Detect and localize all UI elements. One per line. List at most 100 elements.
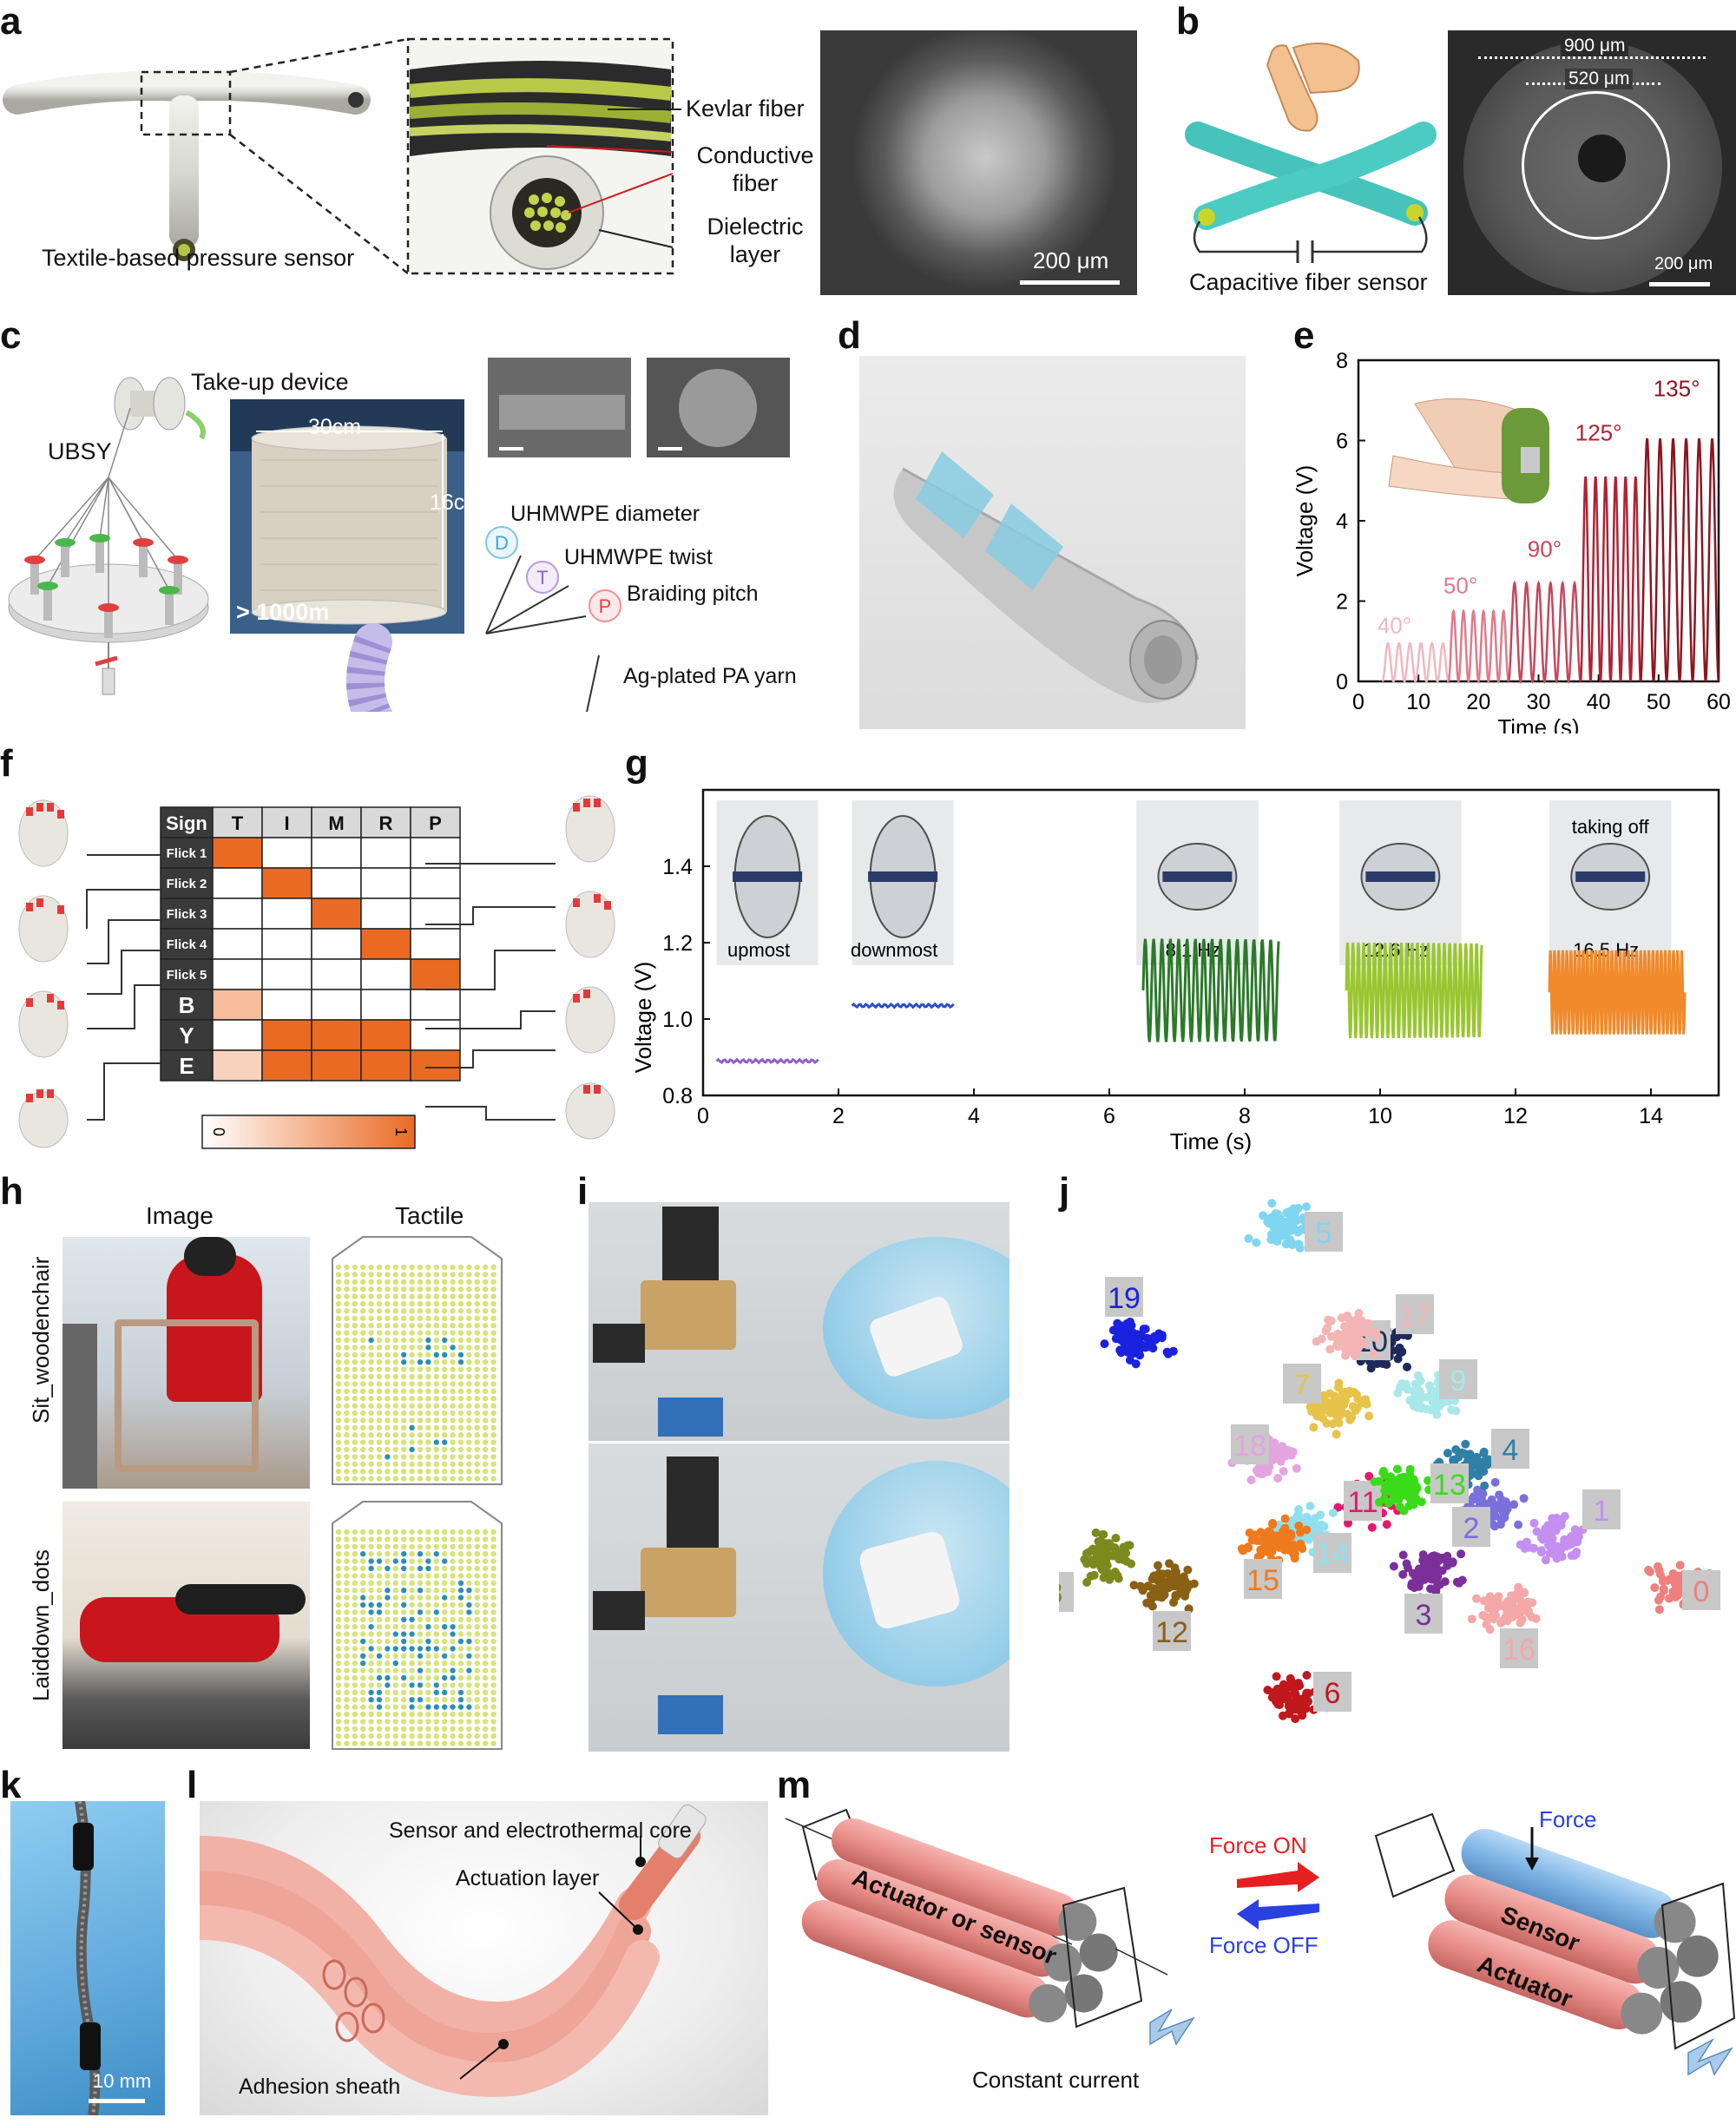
- tactile-dot: [376, 1454, 383, 1460]
- tactile-dot: [352, 1624, 358, 1630]
- cluster-label-box: [1283, 1364, 1321, 1404]
- tactile-dot: [417, 1439, 424, 1445]
- tactile-dot: [450, 1417, 456, 1424]
- tactile-dot: [466, 1667, 472, 1674]
- cluster-label-box: [1500, 1628, 1538, 1668]
- tactile-dot: [344, 1293, 350, 1299]
- cluster-16: 16: [1467, 1582, 1541, 1668]
- tactile-dot: [360, 1682, 366, 1688]
- tactile-dot: [433, 1543, 439, 1549]
- tactile-dot: [409, 1446, 415, 1453]
- y-axis-label: Voltage (V): [630, 962, 656, 1074]
- series-line-16.5 Hz: [1548, 950, 1687, 1035]
- tactile-dot: [450, 1660, 456, 1667]
- tactile-dot: [442, 1446, 448, 1453]
- tactile-dot: [474, 1667, 480, 1674]
- scatter-point: [1413, 1391, 1423, 1401]
- tactile-dot: [474, 1653, 480, 1659]
- tactile-dot: [442, 1646, 448, 1652]
- tactile-dot: [368, 1381, 374, 1387]
- cluster-13: 13: [1370, 1463, 1469, 1516]
- tactile-dot: [457, 1366, 464, 1372]
- tactile-dot: [490, 1689, 496, 1695]
- sem-scale-label: 200 μm: [1033, 247, 1109, 273]
- tactile-dot: [401, 1638, 407, 1645]
- tactile-dot: [457, 1689, 464, 1695]
- tactile-dot: [457, 1653, 464, 1659]
- tactile-dot: [360, 1609, 366, 1615]
- cluster-label-box: [1439, 1359, 1477, 1399]
- tactile-dot: [368, 1272, 374, 1278]
- tactile-dot: [376, 1323, 383, 1329]
- tactile-dot: [474, 1264, 480, 1271]
- tactile-dot: [352, 1588, 358, 1594]
- tactile-dot: [450, 1381, 456, 1387]
- scatter-point: [1123, 1348, 1133, 1357]
- tactile-dot: [474, 1697, 480, 1703]
- tactile-dot: [466, 1359, 472, 1365]
- tactile-dot: [352, 1674, 358, 1681]
- tactile-dot: [474, 1740, 480, 1746]
- tactile-dot: [385, 1454, 391, 1460]
- tactile-dot: [409, 1359, 415, 1365]
- tactile-dot: [425, 1558, 431, 1564]
- tactile-dot: [401, 1315, 407, 1321]
- scatter-point: [1354, 1308, 1364, 1318]
- tactile-dot: [344, 1638, 350, 1645]
- tactile-dot: [466, 1646, 472, 1652]
- tactile-dot: [442, 1682, 448, 1688]
- tactile-dot: [490, 1601, 496, 1608]
- photo-laiddown-dots: [62, 1502, 310, 1749]
- tactile-dot: [385, 1682, 391, 1688]
- tactile-dot: [401, 1410, 407, 1417]
- scatter-point: [1263, 1686, 1272, 1694]
- inner-circle: [1522, 91, 1670, 240]
- scatter-point: [1417, 1497, 1426, 1507]
- tactile-dot: [442, 1601, 448, 1608]
- tactile-dot: [442, 1573, 448, 1579]
- scatter-point: [1472, 1594, 1481, 1603]
- tactile-dot: [368, 1565, 374, 1572]
- panel-label-k: k: [0, 1764, 22, 1806]
- x-tick-label: 20: [1466, 690, 1490, 714]
- scatter-point: [1401, 1383, 1410, 1392]
- tactile-dot: [385, 1624, 391, 1630]
- sensor-patch: [1521, 447, 1540, 473]
- scatter-point: [1350, 1338, 1359, 1348]
- tactile-dot: [376, 1439, 383, 1445]
- tactile-dot: [352, 1424, 358, 1430]
- scatter-point: [1305, 1502, 1315, 1511]
- scatter-point: [1138, 1586, 1147, 1595]
- tactile-dot: [490, 1631, 496, 1637]
- tactile-dot: [450, 1558, 456, 1564]
- tactile-dot: [474, 1446, 480, 1453]
- y-tick-label: 6: [1336, 430, 1348, 454]
- tactile-dot: [368, 1609, 374, 1615]
- tactile-dot: [450, 1733, 456, 1739]
- scatter-point: [1529, 1518, 1539, 1528]
- tactile-dot: [335, 1740, 342, 1746]
- tactile-dot: [450, 1279, 456, 1285]
- tactile-dot: [360, 1359, 366, 1365]
- zoom-box: [140, 70, 232, 136]
- tactile-dot: [335, 1580, 342, 1586]
- finger: [1266, 44, 1318, 132]
- tactile-dot: [368, 1330, 374, 1336]
- scatter-point: [1496, 1495, 1506, 1504]
- tactile-dot: [392, 1351, 398, 1358]
- scatter-point: [1337, 1313, 1346, 1323]
- tactile-dot: [425, 1446, 431, 1453]
- tactile-dot: [450, 1595, 456, 1601]
- tactile-dot: [450, 1551, 456, 1557]
- tactile-dot: [335, 1351, 342, 1358]
- tactile-dot: [360, 1396, 366, 1402]
- tactile-dot: [376, 1359, 383, 1365]
- tactile-dot: [425, 1461, 431, 1467]
- heatmap-cell: [261, 867, 312, 899]
- scatter-point: [1105, 1539, 1114, 1549]
- tactile-dot: [474, 1565, 480, 1572]
- tactile-dot: [466, 1300, 472, 1307]
- tactile-dot: [433, 1388, 439, 1394]
- tactile-dot: [344, 1565, 350, 1572]
- tactile-dot: [392, 1704, 398, 1710]
